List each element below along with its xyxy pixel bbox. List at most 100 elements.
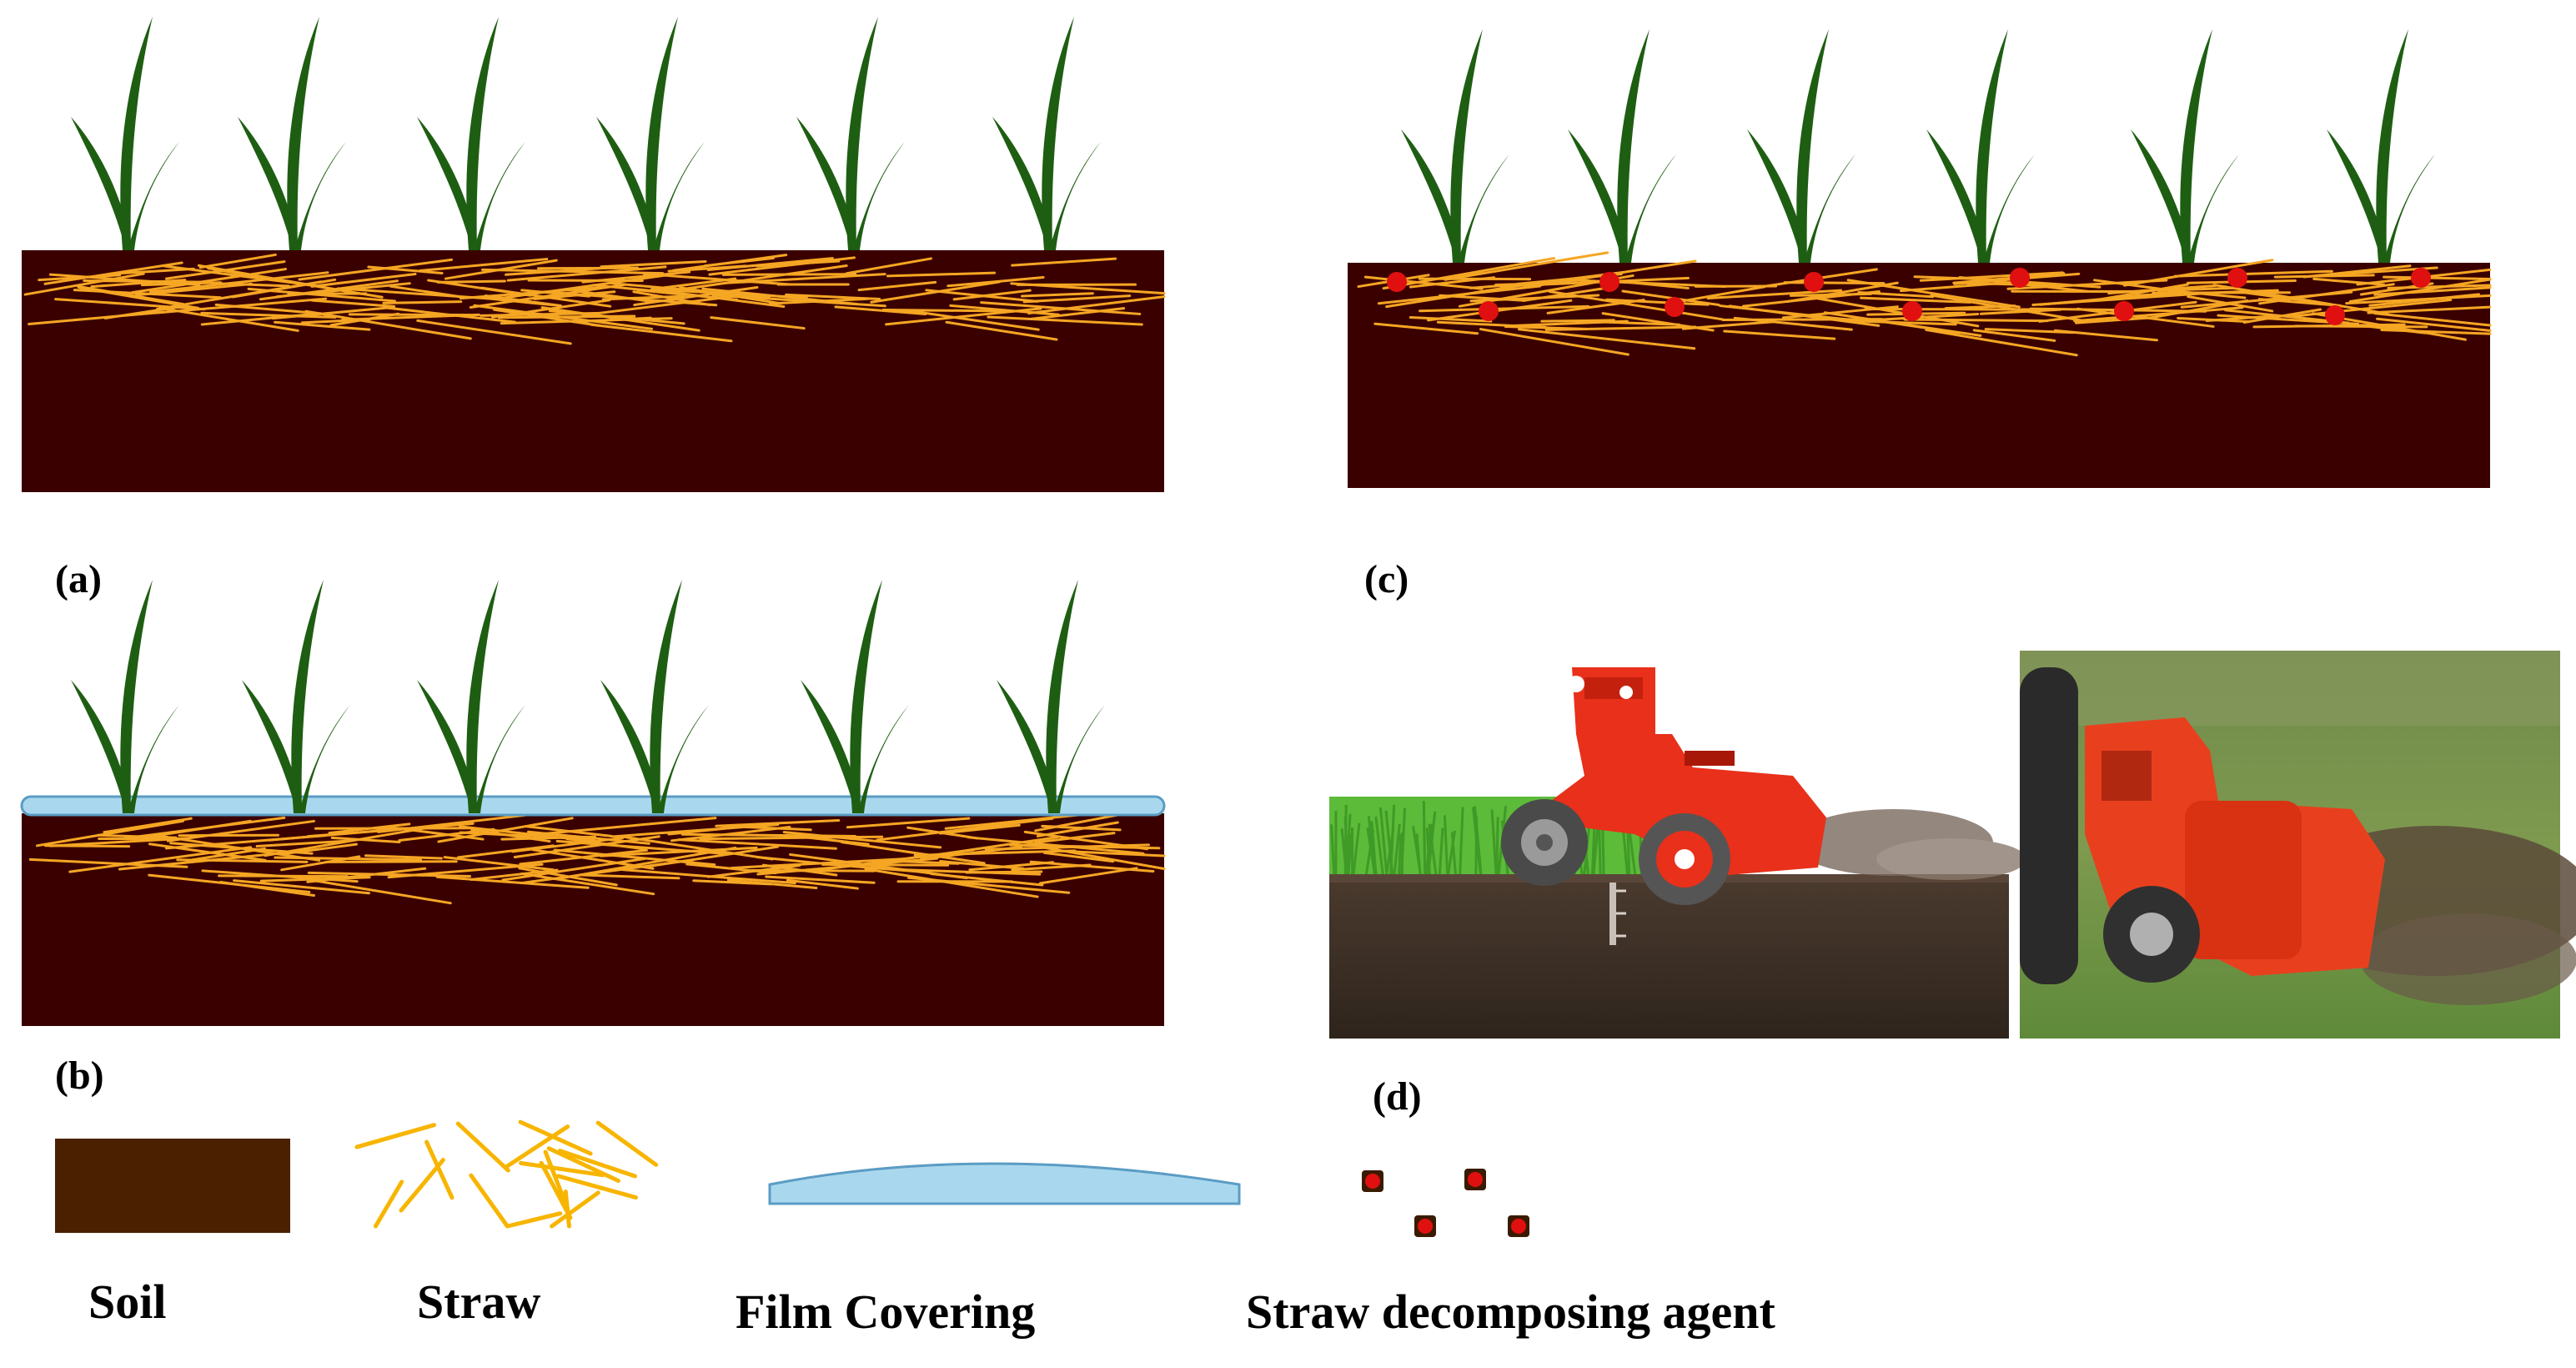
legend-soil-label: Soil — [88, 1275, 167, 1329]
straw-piece — [1601, 312, 1715, 332]
straw-piece — [881, 309, 1013, 313]
straw-piece — [1036, 821, 1119, 837]
straw-piece — [217, 282, 290, 288]
straw-piece — [427, 279, 532, 297]
straw-piece — [519, 848, 648, 866]
agent-dot — [2227, 268, 2247, 288]
straw-piece — [1728, 304, 1881, 327]
straw-piece — [469, 1173, 510, 1229]
straw-piece — [581, 873, 680, 880]
straw-piece — [925, 289, 1039, 303]
straw-piece — [2053, 329, 2158, 342]
straw-piece — [681, 264, 848, 291]
rotary-tiller-icon — [1551, 667, 1826, 876]
straw-piece — [68, 846, 253, 873]
straw-piece — [1522, 285, 1617, 302]
straw-piece — [28, 310, 169, 325]
grass-blade — [1443, 815, 1449, 881]
straw-piece — [1385, 284, 1524, 309]
straw-piece — [555, 839, 728, 856]
straw-piece — [885, 307, 1042, 326]
straw-piece — [944, 812, 1092, 830]
straw-piece — [785, 293, 881, 300]
straw-piece — [1560, 278, 1727, 288]
grass-blade — [1495, 817, 1499, 881]
straw-piece — [845, 257, 933, 275]
straw-piece — [134, 282, 254, 297]
straw-piece — [518, 1119, 593, 1156]
straw-piece — [548, 309, 685, 325]
straw-piece — [1605, 298, 1710, 306]
straw-piece — [1925, 328, 2078, 357]
agent-dot — [1665, 297, 1685, 317]
grass-blade — [1438, 827, 1444, 881]
straw-piece — [214, 303, 311, 314]
straw-piece — [1042, 851, 1115, 863]
straw-piece — [2173, 269, 2333, 278]
straw-piece — [163, 307, 299, 332]
straw-piece — [724, 273, 886, 284]
straw-piece — [255, 839, 348, 848]
agent-dot — [1804, 272, 1824, 292]
legend-straw-label: Straw — [417, 1275, 540, 1329]
straw-piece — [2149, 299, 2249, 319]
straw-piece — [543, 1149, 570, 1211]
seedling-icon — [997, 580, 1105, 813]
straw-piece — [1930, 294, 2083, 322]
straw-piece — [54, 298, 206, 311]
straw-piece — [1706, 289, 1843, 300]
straw-piece — [667, 826, 740, 836]
straw-piece — [1444, 251, 1609, 281]
straw-piece — [2093, 279, 2169, 292]
straw-piece — [930, 873, 1044, 887]
straw-piece — [218, 874, 349, 878]
straw-piece — [710, 316, 806, 330]
agent-dot — [1387, 272, 1407, 292]
straw-piece — [1029, 860, 1155, 873]
seedling-icon — [2131, 29, 2239, 263]
straw-piece — [147, 819, 252, 838]
straw-piece — [435, 875, 590, 889]
seedling-icon — [71, 580, 179, 813]
straw-piece — [1877, 319, 1961, 334]
grass-blade — [1458, 807, 1464, 881]
legend-straw-swatch — [354, 1119, 659, 1229]
straw-piece — [1876, 312, 1980, 321]
straw-piece — [1504, 325, 1588, 330]
legend-film-swatch — [768, 1162, 1241, 1205]
grass-blade — [1374, 816, 1385, 881]
straw-piece — [557, 1149, 637, 1179]
plant-row — [71, 580, 1105, 813]
grass-blade — [1601, 822, 1605, 881]
seedling-icon — [796, 17, 905, 250]
straw-piece — [1972, 329, 2056, 342]
grass-blade — [1474, 816, 1479, 881]
straw-piece — [2387, 284, 2492, 289]
straw-piece — [1546, 299, 1645, 314]
straw-piece — [782, 831, 942, 849]
straw-piece — [520, 872, 655, 896]
straw-piece — [491, 299, 611, 319]
straw-piece — [1540, 319, 1615, 323]
straw-piece — [730, 858, 906, 870]
legend: Soil Straw Film Covering Straw decomposi… — [55, 1119, 1775, 1339]
straw-piece — [600, 259, 707, 269]
straw-piece — [131, 268, 287, 294]
straw-piece — [469, 283, 627, 309]
soil-spray — [1793, 809, 2026, 880]
seedling-icon — [1926, 29, 2035, 263]
straw-piece — [492, 308, 600, 327]
agent-dot — [1599, 272, 1619, 292]
straw-piece — [444, 259, 558, 280]
straw-layer — [23, 253, 1166, 345]
straw-piece — [1979, 308, 2062, 315]
grass-blade — [1426, 811, 1437, 881]
straw-piece — [756, 259, 841, 268]
straw-piece — [2376, 317, 2492, 332]
panel-label-d: (d) — [1373, 1074, 1422, 1119]
straw-piece — [77, 284, 185, 306]
straw-piece — [419, 258, 549, 273]
straw-piece — [166, 819, 315, 842]
straw-piece — [455, 1121, 510, 1173]
grass-blade — [1415, 833, 1423, 881]
